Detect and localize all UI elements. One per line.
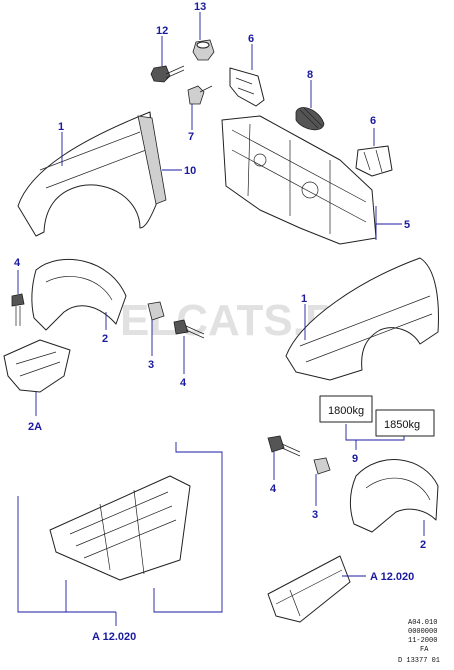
part-6-bracket-top xyxy=(229,67,265,107)
plate-left-text: 1800kg xyxy=(328,405,364,417)
meta-line-4: FA xyxy=(420,646,429,654)
callout-6-right: 6 xyxy=(370,115,376,127)
plate-right xyxy=(375,409,435,437)
meta-line-3: 11-2000 xyxy=(408,637,437,645)
plate-left xyxy=(319,395,373,423)
callout-3-lower: 3 xyxy=(312,509,318,521)
part-4-bolt-left xyxy=(11,293,25,326)
callout-8: 8 xyxy=(307,69,313,81)
callout-12: 12 xyxy=(156,25,168,37)
part-2A-shield xyxy=(3,339,71,393)
part-8-grille xyxy=(295,107,325,131)
part-2-liner-right xyxy=(349,459,439,533)
reference-bottom: A 12.020 xyxy=(92,631,136,643)
part-1-fender-top xyxy=(17,111,159,237)
part-3-clip-lower xyxy=(313,457,331,475)
callout-1-right: 1 xyxy=(301,293,307,305)
callout-7: 7 xyxy=(188,131,194,143)
undertray-assembly xyxy=(49,475,191,581)
reference-right: A 12.020 xyxy=(370,571,414,583)
part-5-dash-panel xyxy=(221,115,377,245)
part-3-clip-left xyxy=(147,301,165,321)
part-9-weight-plates: 1800kg 1850kg xyxy=(319,395,435,437)
plate-right-text: 1850kg xyxy=(384,419,420,431)
part-1-fender-right xyxy=(285,257,439,381)
part-6-bracket-right xyxy=(355,145,393,177)
part-10-strip xyxy=(137,115,167,205)
part-7-clip xyxy=(187,85,213,105)
meta-line-2: 0000000 xyxy=(408,628,437,636)
callout-10: 10 xyxy=(184,165,196,177)
part-12-bolt xyxy=(150,65,185,83)
meta-line-1: A04.010 xyxy=(408,619,437,627)
callout-4-left: 4 xyxy=(14,257,21,269)
meta-line-5: D 13377 01 xyxy=(398,657,440,665)
part-4-bolt-mid xyxy=(173,319,205,339)
callout-3-left: 3 xyxy=(148,359,154,371)
part-4-bolt-lower xyxy=(267,435,301,457)
part-13-nut xyxy=(192,39,215,61)
lower-right-bracket xyxy=(267,555,351,623)
callout-5: 5 xyxy=(404,219,410,231)
callout-2-right: 2 xyxy=(420,539,426,551)
part-2-liner-left xyxy=(31,258,127,331)
callout-1-top: 1 xyxy=(58,121,64,133)
callout-13: 13 xyxy=(194,1,206,13)
callout-6-top: 6 xyxy=(248,33,254,45)
callout-2-left: 2 xyxy=(102,333,108,345)
leader-lines xyxy=(17,12,425,626)
callout-4-mid: 4 xyxy=(180,377,187,389)
callout-2A: 2A xyxy=(28,421,42,433)
callout-9: 9 xyxy=(352,453,358,465)
callout-4-lower: 4 xyxy=(270,483,277,495)
